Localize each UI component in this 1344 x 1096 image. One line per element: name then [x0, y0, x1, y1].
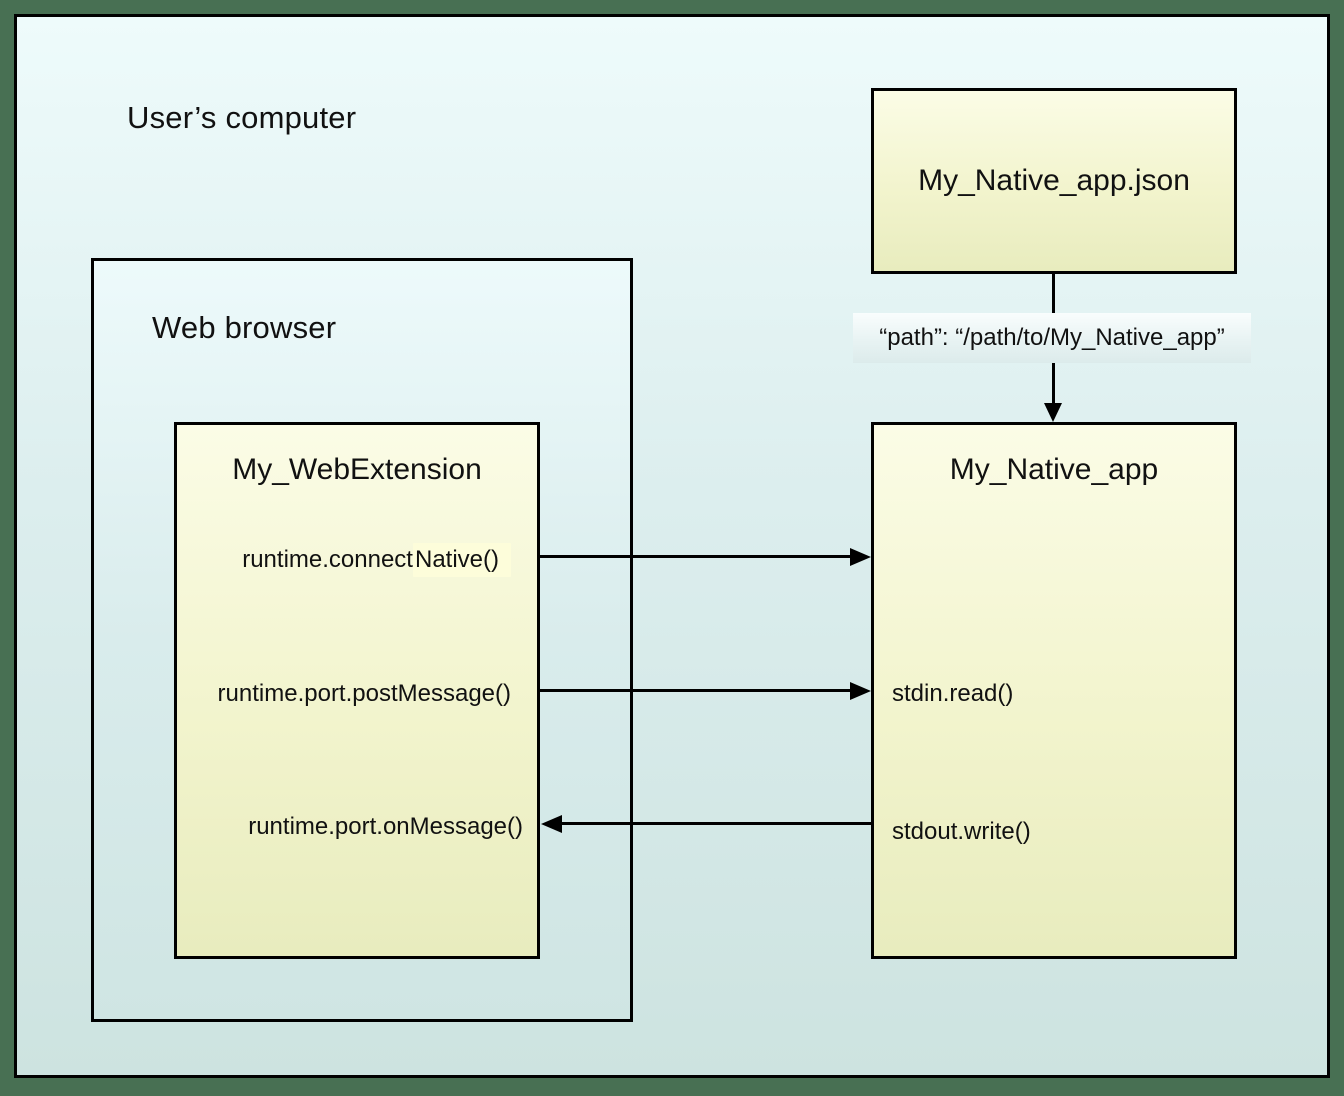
json-to-native-arrowhead-icon	[1044, 403, 1062, 422]
stdin-read-method: stdin.read()	[892, 680, 1014, 707]
stdout-to-onmessage-arrowhead-icon	[541, 815, 562, 833]
stdout-write-method: stdout.write()	[892, 818, 1031, 845]
post-message-arrowhead-icon	[850, 682, 871, 700]
connect-native-arrowhead-icon	[850, 548, 871, 566]
on-message-method: runtime.port.onMessage()	[248, 813, 523, 840]
connect-native-arrow-line	[540, 555, 853, 558]
web-extension-title: My_WebExtension	[232, 453, 482, 486]
web-browser-label: Web browser	[152, 310, 337, 345]
native-app-json-title: My_Native_app.json	[918, 164, 1190, 197]
stdout-to-onmessage-arrow-line	[561, 822, 872, 825]
users-computer-label: User’s computer	[127, 100, 357, 135]
native-app-box: My_Native_app stdin.read() stdout.write(…	[871, 422, 1237, 959]
path-annotation-label: “path”: “/path/to/My_Native_app”	[853, 313, 1251, 363]
connect-native-prefix: runtime.connect	[242, 546, 413, 573]
connect-native-highlight: Native()	[412, 543, 511, 577]
web-extension-box: My_WebExtension runtime.connectNative() …	[174, 422, 540, 959]
connect-native-method: runtime.connectNative()	[242, 543, 537, 577]
native-app-json-box: My_Native_app.json	[871, 88, 1237, 274]
post-message-method: runtime.port.postMessage()	[217, 680, 511, 707]
post-message-arrow-line	[540, 689, 853, 692]
native-app-title: My_Native_app	[949, 453, 1159, 486]
